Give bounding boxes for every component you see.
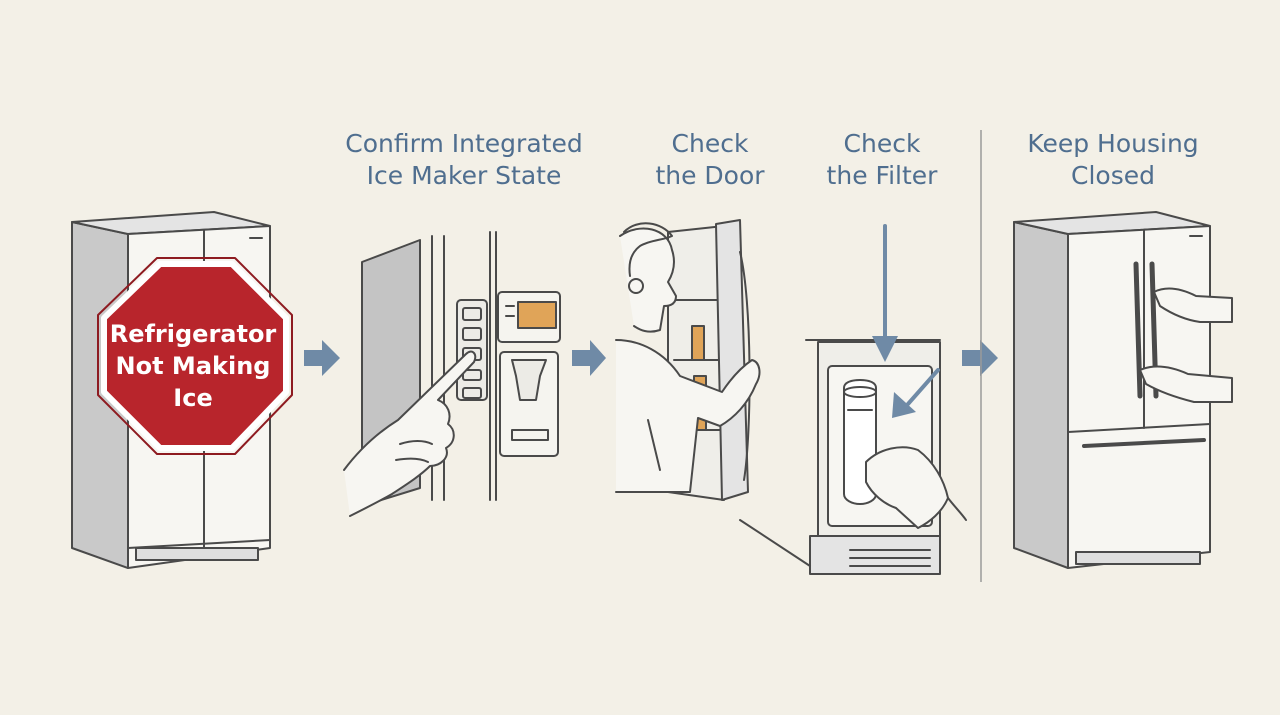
step-title-line: Check [843,129,921,158]
stop-sign-label-line: Refrigerator [109,320,277,348]
arrow-right-icon [572,340,606,376]
arrow-right-icon [962,340,998,376]
step-title-line: Closed [1071,161,1155,190]
step-title-line: Confirm Integrated [345,129,583,158]
step-title-line: the Door [655,161,765,190]
step-title-check-filter: Check the Filter [812,128,952,192]
step-title-line: Keep Housing [1027,129,1199,158]
stop-sign-label: Refrigerator Not Making Ice [98,318,288,414]
arrow-diagonal-icon [906,368,940,406]
arrow-right-icon [304,340,340,376]
step-title-check-door: Check the Door [640,128,780,192]
door-check-illustration [615,219,761,501]
step-title-keep-housing-closed: Keep Housing Closed [1000,128,1226,192]
closed-fridge-illustration [1013,211,1233,569]
step-title-line: Check [671,129,749,158]
ice-maker-control-illustration [343,231,561,517]
stop-sign-icon [97,257,293,455]
step-title-line: the Filter [826,161,938,190]
stop-sign-label-line: Not Making [115,352,271,380]
stop-sign-label-line: Ice [173,384,213,412]
step-title-line: Ice Maker State [366,161,562,190]
step-title-confirm-ice-maker: Confirm Integrated Ice Maker State [334,128,594,192]
